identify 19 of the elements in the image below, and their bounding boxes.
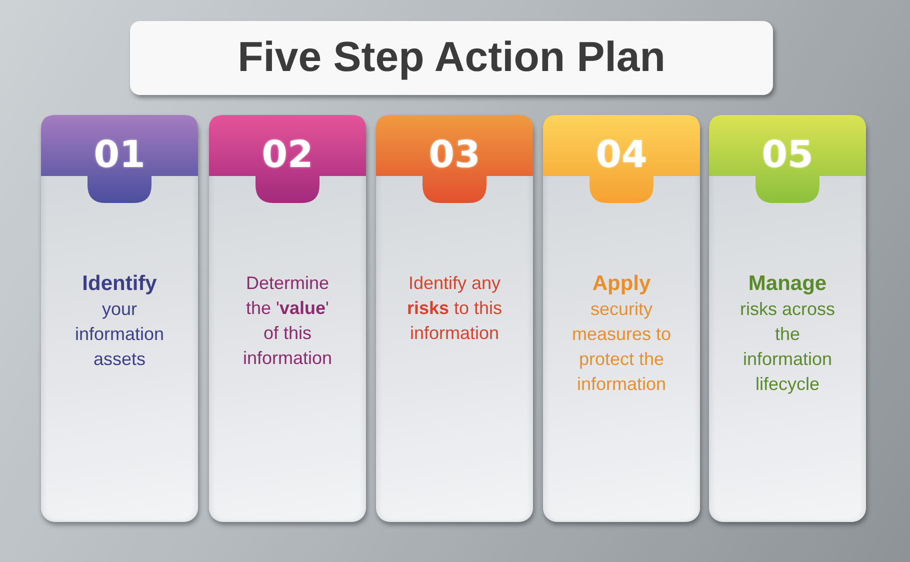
- step-number: 02: [262, 133, 314, 177]
- step-card: [376, 115, 533, 522]
- step-description: Identify any risks to this information: [406, 272, 504, 345]
- step-number: 03: [428, 133, 480, 177]
- step-card: [41, 115, 198, 522]
- step-card: [709, 115, 866, 522]
- step-number: 01: [94, 133, 146, 177]
- step-heading: Identify: [81, 271, 158, 297]
- step-number: 04: [596, 133, 648, 177]
- step-card: [543, 115, 700, 522]
- step-description: security measures to protect the information: [570, 298, 672, 396]
- step-description: risks across the information lifecycle: [738, 298, 836, 396]
- step-card: [209, 115, 366, 522]
- step-description: Determine the 'value' of this information: [242, 272, 334, 370]
- step-number: 05: [762, 133, 814, 177]
- title-text: Five Step Action Plan: [238, 33, 666, 82]
- step-heading: Apply: [591, 271, 652, 297]
- step-description: your information assets: [74, 298, 166, 371]
- step-heading: Manage: [747, 271, 828, 297]
